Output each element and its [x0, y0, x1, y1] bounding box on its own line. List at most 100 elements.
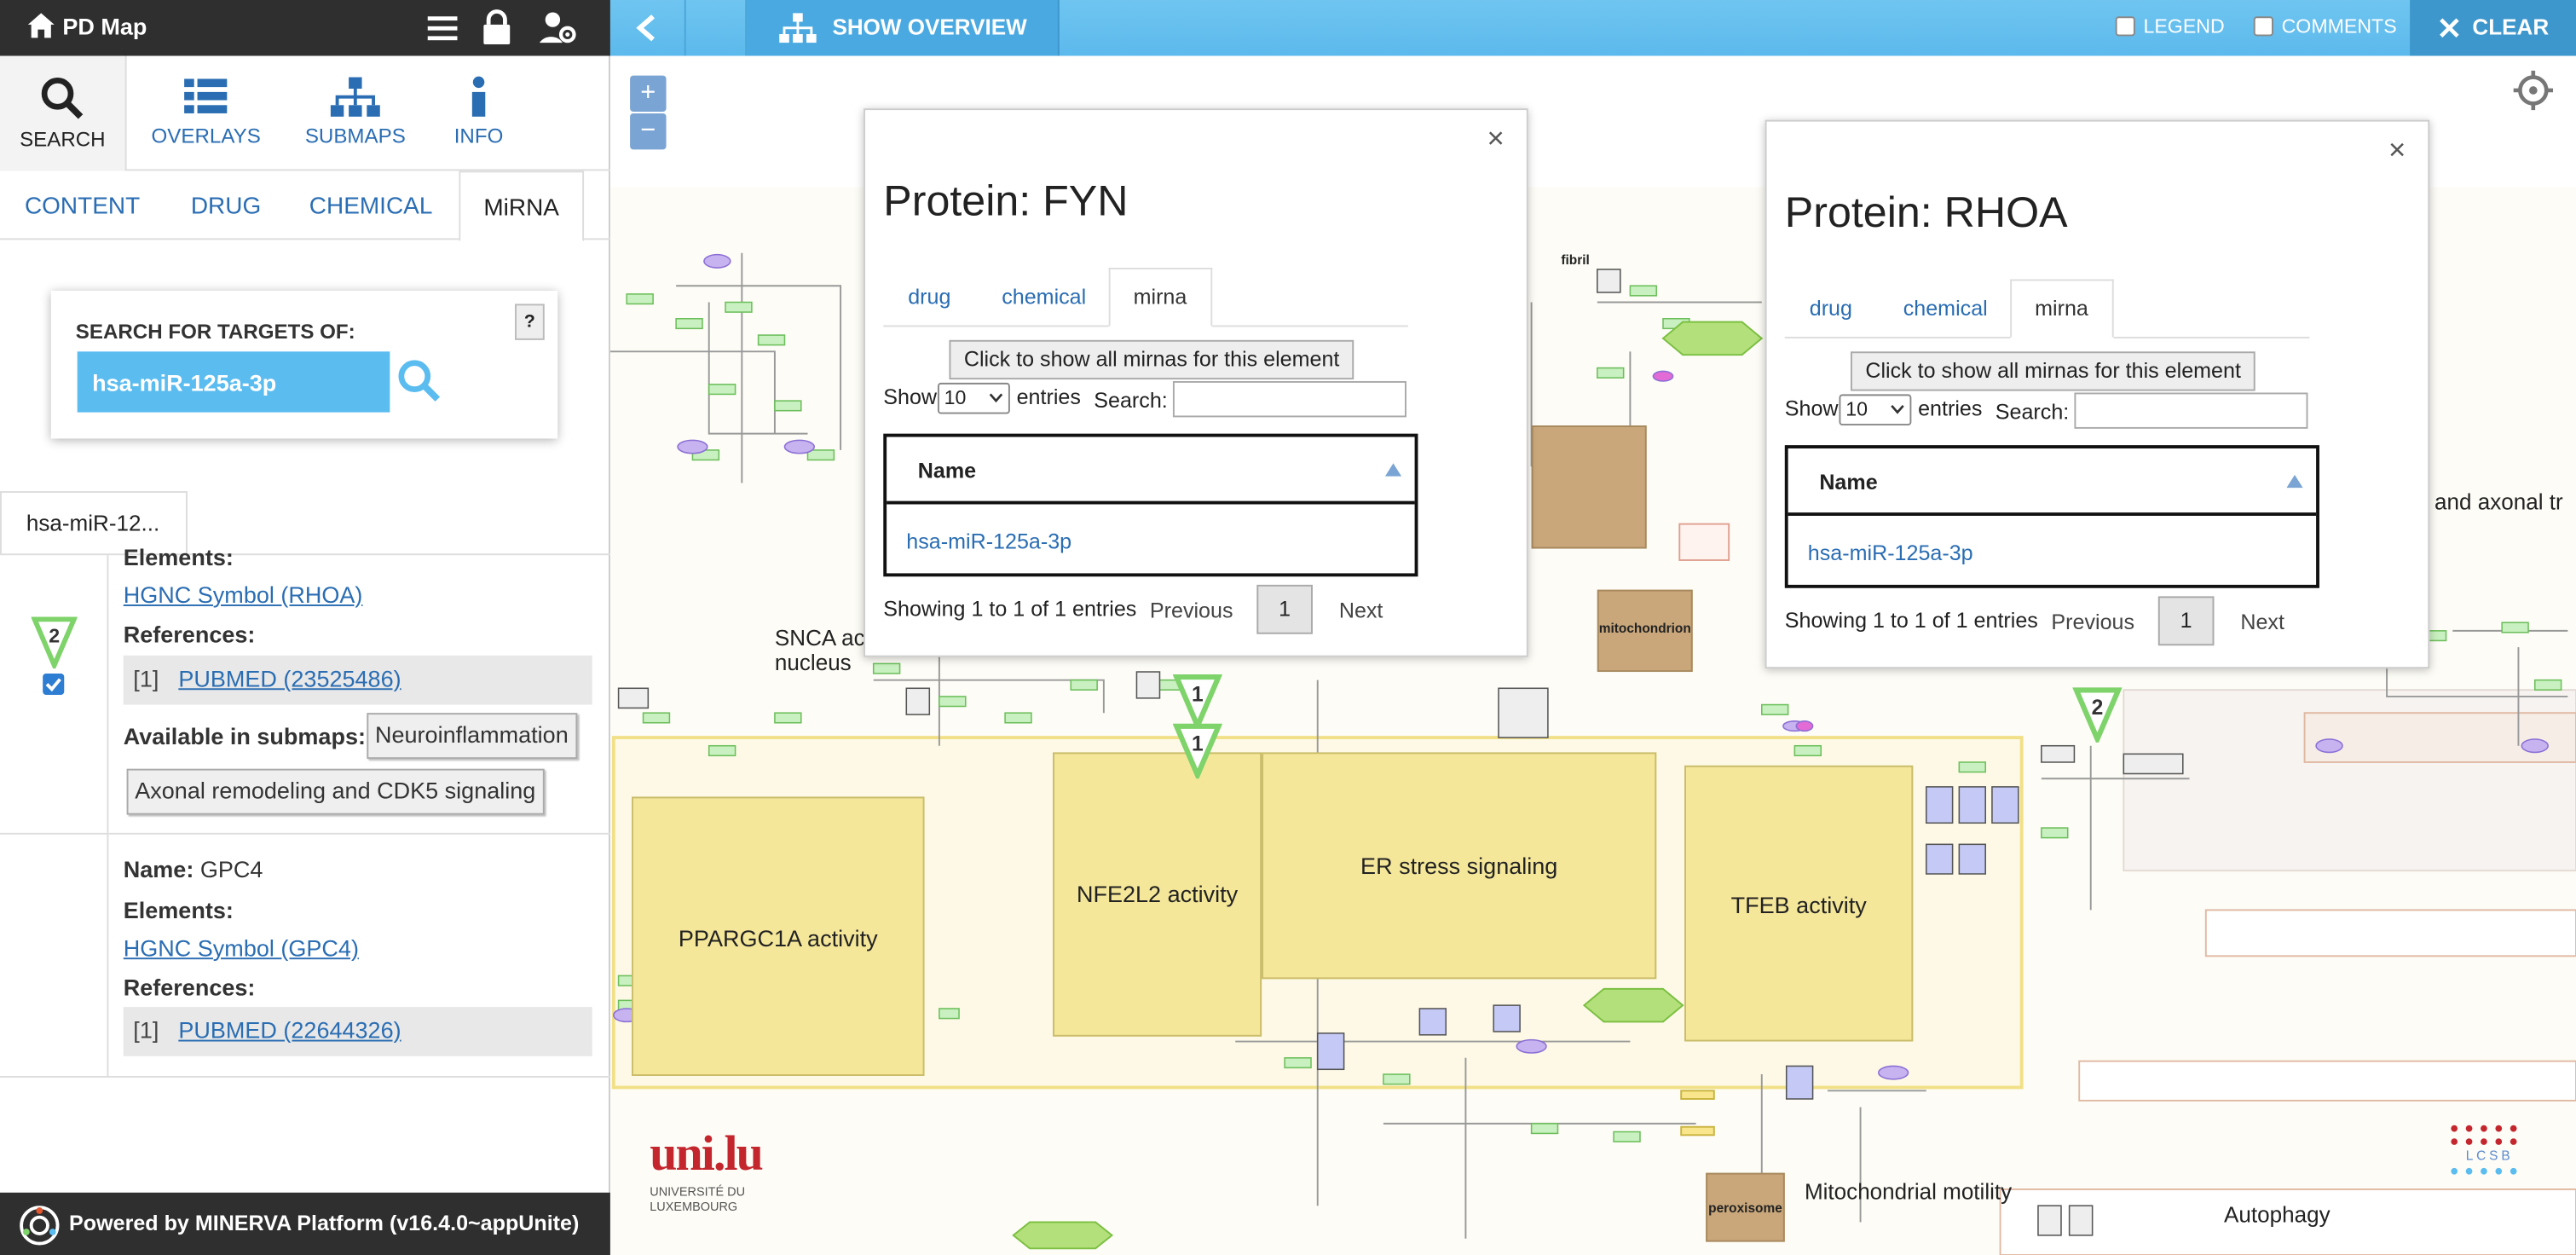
table-search-input[interactable] — [1172, 380, 1406, 418]
legend-checkbox[interactable] — [2115, 16, 2135, 37]
legend-toggle[interactable]: LEGEND — [2115, 0, 2257, 56]
map-area-er-stress[interactable]: ER stress signaling — [1262, 752, 1657, 980]
app-brand[interactable]: PD Map — [26, 11, 147, 39]
table-row-link[interactable]: hsa-miR-125a-3p — [906, 529, 1072, 554]
result-name: Name: GPC4 — [124, 856, 263, 882]
info-icon — [471, 76, 486, 117]
sitemap-icon — [779, 13, 817, 43]
locate-icon[interactable] — [2512, 69, 2555, 112]
search-input[interactable] — [77, 351, 390, 413]
reference-link[interactable]: PUBMED (23525486) — [178, 665, 401, 692]
table-info: Showing 1 to 1 of 1 entries — [1784, 607, 2038, 633]
map-label-axonal: and axonal tr — [2434, 489, 2563, 515]
clear-button[interactable]: CLEAR — [2410, 0, 2576, 56]
submap-button-axonal[interactable]: Axonal remodeling and CDK5 signaling — [126, 768, 544, 815]
overlays-tool-button[interactable]: OVERLAYS — [152, 56, 261, 171]
comments-toggle[interactable]: COMMENTS — [2253, 0, 2406, 56]
legend-label: LEGEND — [2143, 14, 2225, 38]
tab-mirna[interactable]: MiRNA — [459, 171, 584, 242]
pin-number: 1 — [1192, 684, 1204, 707]
popup-tab-chemical[interactable]: chemical — [1903, 295, 1988, 321]
pager-previous[interactable]: Previous — [1149, 598, 1233, 623]
references-label: References: — [123, 974, 256, 1001]
page-size-select[interactable]: 10 — [1839, 394, 1912, 426]
result-item: 2 Elements: HGNC Symbol (RHOA) Reference… — [0, 544, 610, 835]
close-popup-button[interactable]: × — [1487, 121, 1505, 155]
show-overview-button[interactable]: SHOW OVERVIEW — [747, 0, 1060, 56]
table-search-input[interactable] — [2074, 392, 2308, 429]
chevron-down-icon — [1891, 405, 1904, 414]
map-area-pparg[interactable]: PPARGC1A activity — [632, 796, 925, 1076]
pager-next[interactable]: Next — [2240, 609, 2284, 634]
map-compartment[interactable] — [1531, 425, 1647, 549]
map-compartment-peroxisome[interactable]: peroxisome — [1706, 1172, 1785, 1242]
collapse-panel-button[interactable] — [610, 0, 686, 56]
reference-link[interactable]: PUBMED (22644326) — [178, 1016, 401, 1044]
search-submit-icon[interactable] — [396, 358, 442, 404]
footer: Powered by MINERVA Platform (v16.4.0~app… — [0, 1192, 610, 1255]
element-link[interactable]: HGNC Symbol (RHOA) — [123, 581, 363, 608]
table-row-link[interactable]: hsa-miR-125a-3p — [1807, 540, 1973, 565]
popup-tab-drug[interactable]: drug — [1809, 295, 1852, 321]
app-title: PD Map — [62, 12, 147, 39]
map-canvas[interactable]: + − PPARGC1A activity NFE2L2 activity ER… — [609, 55, 2576, 1255]
element-link[interactable]: HGNC Symbol (GPC4) — [123, 934, 359, 962]
close-popup-button[interactable]: × — [2388, 133, 2406, 166]
comments-checkbox[interactable] — [2253, 16, 2273, 37]
page-size-value: 10 — [1845, 397, 1868, 421]
pin-number: 1 — [1192, 733, 1204, 756]
sort-asc-icon[interactable] — [2286, 474, 2303, 489]
popup-tab-mirna[interactable]: mirna — [2010, 279, 2113, 338]
menu-icon[interactable] — [423, 9, 462, 48]
entries-label: entries — [1016, 384, 1081, 409]
pager-previous[interactable]: Previous — [2051, 609, 2135, 634]
elements-label: Elements: — [123, 896, 234, 923]
protein-popup-fyn: × Protein: FYN drug chemical mirna Click… — [863, 108, 1528, 657]
lcsb-logo-icon — [2451, 1125, 2517, 1175]
show-all-mirnas-button[interactable]: Click to show all mirnas for this elemen… — [949, 339, 1354, 380]
lock-icon[interactable] — [477, 9, 517, 48]
pin-marker-icon[interactable]: 1 — [1172, 723, 1222, 779]
pin-marker-icon[interactable]: 2 — [2072, 686, 2123, 743]
elements-label: Elements: — [123, 543, 234, 570]
result-divider — [107, 555, 109, 833]
popup-tab-mirna[interactable]: mirna — [1108, 268, 1212, 327]
table-info: Showing 1 to 1 of 1 entries — [883, 596, 1137, 622]
help-button[interactable]: ? — [515, 304, 545, 340]
pager-next[interactable]: Next — [1338, 598, 1383, 623]
table-header-name[interactable]: Name — [1788, 448, 2317, 516]
pin-marker-icon[interactable]: 2 — [31, 616, 78, 669]
info-tool-button[interactable]: INFO — [448, 56, 510, 171]
pin-marker-icon[interactable]: 1 — [1172, 674, 1222, 730]
tab-chemical[interactable]: CHEMICAL — [309, 194, 433, 221]
unilu-subtitle-line-1: UNIVERSITÉ DU — [650, 1184, 746, 1200]
map-label-fibril: fibril — [1561, 252, 1590, 269]
sort-asc-icon[interactable] — [1384, 463, 1402, 477]
page-size-select[interactable]: 10 — [937, 382, 1010, 414]
result-tab[interactable]: hsa-miR-12... — [0, 491, 188, 554]
main-toolbar: SEARCH OVERLAYS SUBMAPS INFO — [0, 55, 610, 171]
footer-text[interactable]: Powered by MINERVA Platform (v16.4.0~app… — [69, 1210, 580, 1235]
submaps-tool-button[interactable]: SUBMAPS — [304, 56, 407, 171]
map-area-nfe2l2[interactable]: NFE2L2 activity — [1053, 752, 1262, 1037]
pin-number: 2 — [2092, 697, 2104, 720]
user-settings-icon[interactable] — [538, 9, 577, 48]
result-checkbox[interactable] — [43, 673, 65, 695]
tab-drug[interactable]: DRUG — [190, 194, 262, 221]
show-all-mirnas-button[interactable]: Click to show all mirnas for this elemen… — [1850, 351, 2256, 391]
unilu-subtitle: UNIVERSITÉ DU LUXEMBOURG — [650, 1184, 745, 1214]
popup-tab-drug[interactable]: drug — [908, 284, 951, 309]
table-header-name[interactable]: Name — [887, 437, 1415, 505]
tab-content[interactable]: CONTENT — [24, 194, 141, 221]
clear-label: CLEAR — [2472, 14, 2550, 40]
map-compartment-mitochondrion[interactable]: mitochondrion — [1597, 589, 1693, 673]
pager-page-1[interactable]: 1 — [2157, 596, 2215, 646]
submap-button-neuroinflammation[interactable]: Neuroinflammation — [367, 713, 577, 760]
map-area-tfeb[interactable]: TFEB activity — [1684, 765, 1914, 1042]
reference-index: [1] — [133, 1016, 159, 1044]
search-tool-button[interactable]: SEARCH — [0, 55, 127, 171]
zoom-in-button[interactable]: + — [630, 75, 667, 113]
popup-tab-chemical[interactable]: chemical — [1002, 284, 1087, 309]
zoom-out-button[interactable]: − — [630, 113, 667, 150]
pager-page-1[interactable]: 1 — [1256, 584, 1313, 634]
